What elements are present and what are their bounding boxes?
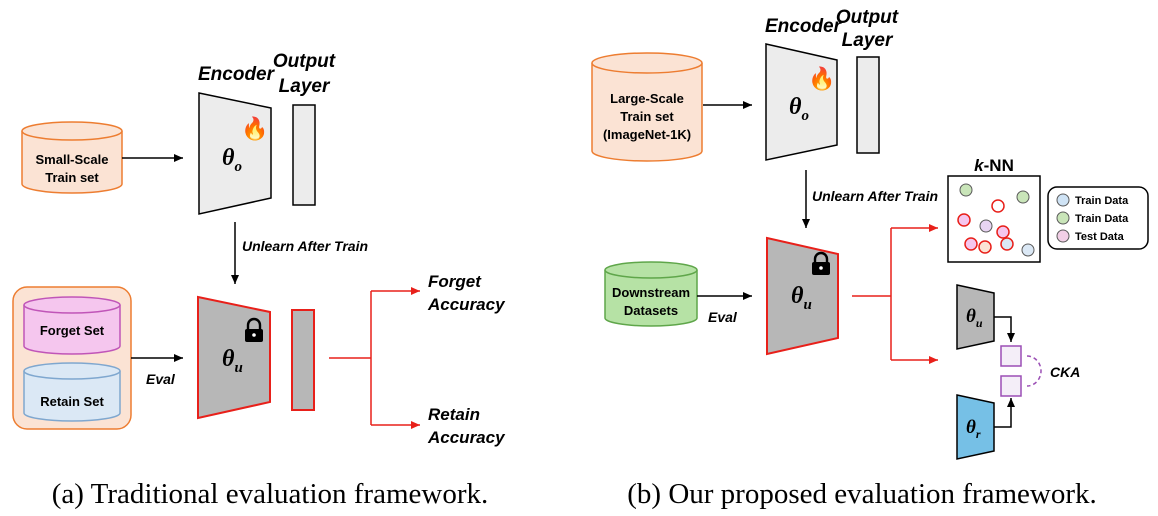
theta-o-a-sub: o — [234, 159, 242, 175]
small-scale-train-set: Small-Scale Train set — [21, 121, 123, 194]
output-layer-label-b-1: Output — [836, 7, 899, 28]
forget-set-cylinder: Forget Set — [23, 296, 121, 355]
feature-box-u — [1000, 345, 1022, 367]
output-layer-label-a-2: Layer — [279, 76, 331, 97]
knn-legend: Train Data Train Data Test Data — [1047, 186, 1149, 250]
small-theta-u: θ — [966, 306, 976, 327]
train-set-b-line2: Train set — [620, 109, 674, 124]
svg-text:θu: θu — [966, 306, 983, 330]
panel-a: Encoder Output Layer Small-Scale Train s… — [12, 51, 506, 510]
encoder-label-a: Encoder — [198, 64, 276, 85]
knn-points — [957, 183, 1035, 257]
svg-text:k-NN: k-NN — [974, 156, 1014, 175]
retain-accuracy-1: Retain — [428, 405, 480, 424]
output-layer-label-a-1: Output — [273, 51, 336, 72]
knn-point — [991, 199, 1005, 213]
theta-o-b: θ — [789, 94, 802, 120]
output-layer-a — [292, 104, 316, 206]
knn-point — [964, 237, 978, 251]
svg-text:θo: θo — [222, 145, 242, 175]
retain-accuracy-2: Accuracy — [427, 428, 506, 447]
svg-text:θu: θu — [791, 283, 812, 313]
theta-o-a: θ — [222, 145, 235, 171]
unlearn-label-b: Unlearn After Train — [812, 188, 938, 204]
small-theta-r-sub: r — [976, 427, 981, 441]
encoder-theta-o-a: 🔥 θo — [198, 92, 272, 215]
red-branch-a — [329, 287, 420, 429]
forget-accuracy-1: Forget — [428, 272, 482, 291]
eval-label-b: Eval — [708, 309, 738, 325]
encoder-theta-u-b: θu — [766, 236, 839, 356]
knn-point — [957, 213, 971, 227]
knn-point — [1000, 237, 1014, 251]
output-layer-b — [856, 56, 880, 154]
caption-b: (b) Our proposed evaluation framework. — [627, 478, 1096, 510]
downstream-datasets: Downstream Datasets — [604, 261, 698, 327]
legend-item-2: Train Data — [1075, 213, 1129, 225]
encoder-theta-o-b: 🔥 θo — [765, 43, 838, 161]
theta-u-b: θ — [791, 283, 804, 309]
lock-icon-b — [812, 251, 830, 275]
retain-set-cylinder: Retain Set — [23, 362, 121, 422]
cka-arc — [1026, 355, 1042, 387]
svg-text:θr: θr — [966, 417, 981, 441]
theta-u-a-sub: u — [234, 360, 242, 376]
svg-text:θu: θu — [222, 346, 243, 376]
cka-label: CKA — [1050, 364, 1080, 380]
output-layer-label-b-2: Layer — [842, 30, 894, 51]
small-theta-u-sub: u — [976, 316, 983, 330]
legend-marker-train-green — [1056, 211, 1070, 225]
train-set-a-line2: Train set — [45, 170, 99, 185]
forget-set-label: Forget Set — [40, 323, 105, 338]
train-set-b-line3: (ImageNet-1K) — [603, 127, 691, 142]
output-layer-u-a — [291, 309, 315, 411]
train-set-b-line1: Large-Scale — [610, 91, 684, 106]
knn-point — [959, 183, 973, 197]
eval-label-a: Eval — [146, 371, 176, 387]
panel-b: Encoder Output Layer Large-Scale Train s… — [591, 7, 1149, 510]
retain-set-label: Retain Set — [40, 394, 104, 409]
small-theta-u-block: θu — [956, 284, 995, 350]
downstream-line1: Downstream — [612, 285, 690, 300]
large-scale-train-set: Large-Scale Train set (ImageNet-1K) — [591, 52, 703, 162]
legend-item-3: Test Data — [1075, 231, 1125, 243]
knn-point — [978, 240, 992, 254]
knn-point — [996, 225, 1010, 239]
legend-item-1: Train Data — [1075, 195, 1129, 207]
caption-a: (a) Traditional evaluation framework. — [52, 478, 489, 510]
fire-icon-b: 🔥 — [808, 66, 835, 91]
legend-marker-test — [1056, 229, 1070, 243]
knn-rest: -NN — [984, 156, 1014, 175]
cka-connectors — [994, 316, 1042, 428]
red-branch-b — [852, 224, 938, 364]
unlearn-label-a: Unlearn After Train — [242, 238, 368, 254]
fire-icon-a: 🔥 — [241, 116, 268, 141]
knn-point — [1016, 190, 1030, 204]
forget-accuracy-2: Accuracy — [427, 295, 506, 314]
knn-point — [979, 219, 993, 233]
svg-text:θo: θo — [789, 94, 809, 124]
downstream-line2: Datasets — [624, 303, 678, 318]
feature-box-r — [1000, 375, 1022, 397]
small-theta-r: θ — [966, 417, 976, 438]
knn-point — [1021, 243, 1035, 257]
train-set-a-line1: Small-Scale — [36, 152, 109, 167]
encoder-theta-u-a: θu — [197, 295, 271, 420]
small-theta-r-block: θr — [956, 394, 995, 460]
theta-o-b-sub: o — [801, 108, 809, 124]
theta-u-a: θ — [222, 346, 235, 372]
encoder-label-b: Encoder — [765, 16, 843, 37]
knn-k: k — [974, 156, 985, 175]
theta-u-b-sub: u — [803, 297, 811, 313]
legend-marker-train-blue — [1056, 193, 1070, 207]
lock-icon-a — [245, 317, 263, 342]
